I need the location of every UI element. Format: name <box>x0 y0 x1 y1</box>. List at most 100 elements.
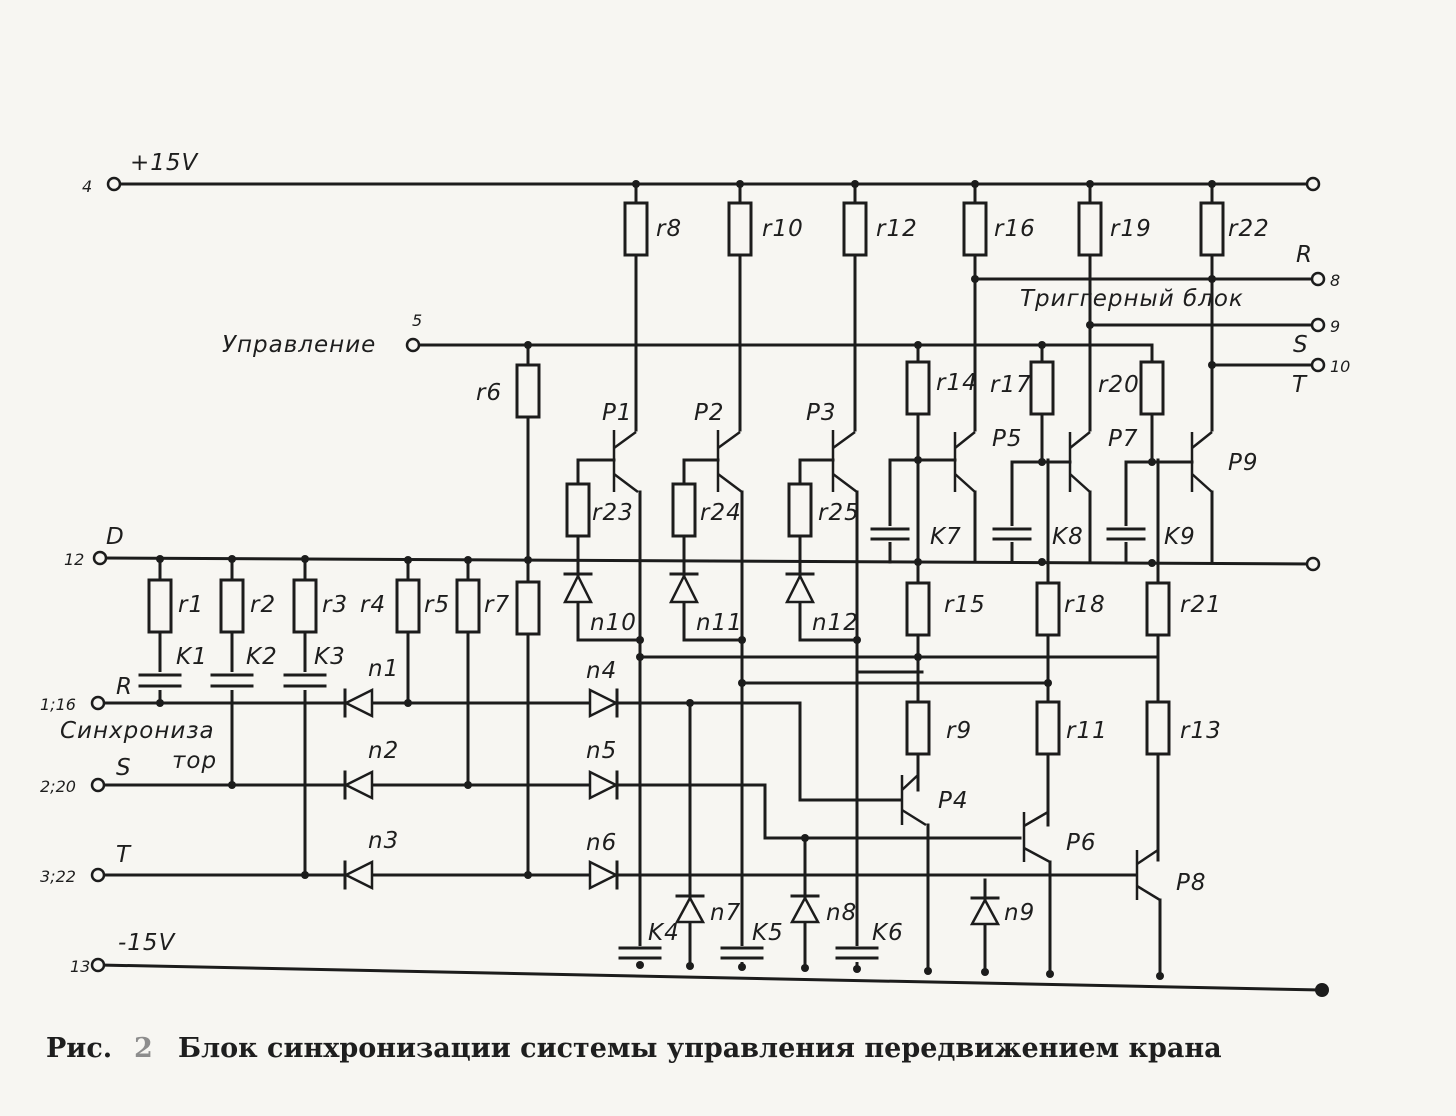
label-p6: P6 <box>1066 830 1097 856</box>
diode-n2 <box>343 769 374 801</box>
capacitor-k8 <box>992 526 1032 542</box>
transistor-p6 <box>1022 810 1052 976</box>
label-p2: P2 <box>694 400 725 426</box>
resistor-r20 <box>1139 360 1165 416</box>
label-n6: n6 <box>586 830 617 856</box>
diode-n10 <box>562 572 594 604</box>
transistor-p1 <box>576 430 642 967</box>
resistor-r3 <box>292 578 318 634</box>
diode-n9 <box>969 896 1001 926</box>
input-t-name: T <box>116 842 132 868</box>
label-n1: n1 <box>368 656 399 682</box>
trigger-block-label: Триггерный блок <box>1020 286 1244 312</box>
resistor-r15 <box>905 581 931 637</box>
input-r-pin: 1;16 <box>40 695 76 714</box>
resistor-r11 <box>1035 700 1061 756</box>
diode-n3 <box>343 859 374 891</box>
trigger-labels: Триггерный блок R 8 S 9 T 10 <box>1020 242 1350 398</box>
diode-n8 <box>789 894 821 924</box>
resistor-r12 <box>842 201 868 257</box>
input-labels: 1;16 R 2;20 S 3;22 T Синхрониза тор <box>40 674 216 886</box>
caption-text: Блок синхронизации системы управления пе… <box>178 1033 1222 1064</box>
label-k7: K7 <box>930 524 962 550</box>
label-r16: r16 <box>994 216 1036 242</box>
label-r21: r21 <box>1180 592 1222 618</box>
d-pin: 12 <box>64 550 84 569</box>
label-r20: r20 <box>1098 372 1140 398</box>
label-r18: r18 <box>1064 592 1106 618</box>
label-p3: P3 <box>806 400 837 426</box>
label-n11: n11 <box>696 610 743 636</box>
terminal-input-t <box>90 867 106 883</box>
label-n10: n10 <box>590 610 637 636</box>
label-r10: r10 <box>762 216 804 242</box>
capacitor-k4 <box>618 946 662 962</box>
capacitor-k6 <box>835 946 879 962</box>
out-t-name: T <box>1292 372 1308 398</box>
neg15-pin: 13 <box>70 957 90 976</box>
resistor-r7 <box>515 580 541 636</box>
rail-labels: +15V 4 -15V 13 D 12 Управление 5 <box>64 150 422 976</box>
out-s-pin: 9 <box>1330 317 1340 336</box>
r-to-p4 <box>638 701 902 802</box>
resistor-r18 <box>1035 581 1061 637</box>
capacitor-k7 <box>870 526 910 542</box>
label-p8: P8 <box>1176 870 1207 896</box>
stage-trigger <box>870 182 1225 862</box>
label-n4: n4 <box>586 658 617 684</box>
diode-n4 <box>588 687 619 719</box>
label-r8: r8 <box>656 216 682 242</box>
transistor-p2 <box>682 430 744 967</box>
terminal-out-r <box>1310 271 1326 287</box>
coupling-buses <box>638 655 1160 685</box>
input-lines <box>102 701 1137 877</box>
transistor-p3 <box>798 430 859 967</box>
resistor-r24 <box>671 482 697 538</box>
label-k6: K6 <box>872 920 904 946</box>
label-p9: P9 <box>1228 450 1259 476</box>
label-r5: r5 <box>424 592 450 618</box>
capacitor-k1 <box>138 672 182 690</box>
junctions <box>156 180 1216 980</box>
label-p4: P4 <box>938 788 969 814</box>
label-r25: r25 <box>818 500 860 526</box>
terminal-out-s <box>1310 317 1326 333</box>
input-diodes <box>343 687 619 891</box>
input-branches <box>138 343 541 877</box>
resistor-r21 <box>1145 581 1171 637</box>
diode-n7 <box>674 894 706 924</box>
out-r-name: R <box>1296 242 1313 268</box>
transistor-p9 <box>1124 431 1213 493</box>
resistor-r1 <box>147 578 173 634</box>
control-label: Управление <box>222 332 376 358</box>
label-r17: r17 <box>990 372 1032 398</box>
caption-prefix: Рис. <box>46 1033 112 1064</box>
label-k3: K3 <box>314 644 346 670</box>
label-n12: n12 <box>812 610 859 636</box>
terminal-input-s <box>90 777 106 793</box>
terminal-control <box>405 337 421 353</box>
resistor-r17 <box>1029 360 1055 416</box>
s-to-p6 <box>638 783 1022 840</box>
caption: Рис. 2 Блок синхронизации системы управл… <box>46 1033 1222 1064</box>
label-r3: r3 <box>322 592 348 618</box>
label-p1: P1 <box>602 400 633 426</box>
label-k8: K8 <box>1052 524 1084 550</box>
stage-output <box>674 701 1162 978</box>
label-n5: n5 <box>586 738 617 764</box>
transistor-p8 <box>1135 848 1162 978</box>
resistor-r13 <box>1145 700 1171 756</box>
label-r15: r15 <box>944 592 986 618</box>
label-r9: r9 <box>946 718 972 744</box>
terminal-input-r <box>90 695 106 711</box>
transistor-p5 <box>888 431 976 493</box>
sync-label-1: Синхрониза <box>60 718 215 744</box>
label-k1: K1 <box>176 644 208 670</box>
label-k4: K4 <box>648 920 680 946</box>
label-p5: P5 <box>992 426 1023 452</box>
label-r1: r1 <box>178 592 204 618</box>
label-r22: r22 <box>1228 216 1270 242</box>
label-n2: n2 <box>368 738 399 764</box>
resistor-r16 <box>962 201 988 257</box>
caption-figure-number: 2 <box>134 1033 153 1064</box>
